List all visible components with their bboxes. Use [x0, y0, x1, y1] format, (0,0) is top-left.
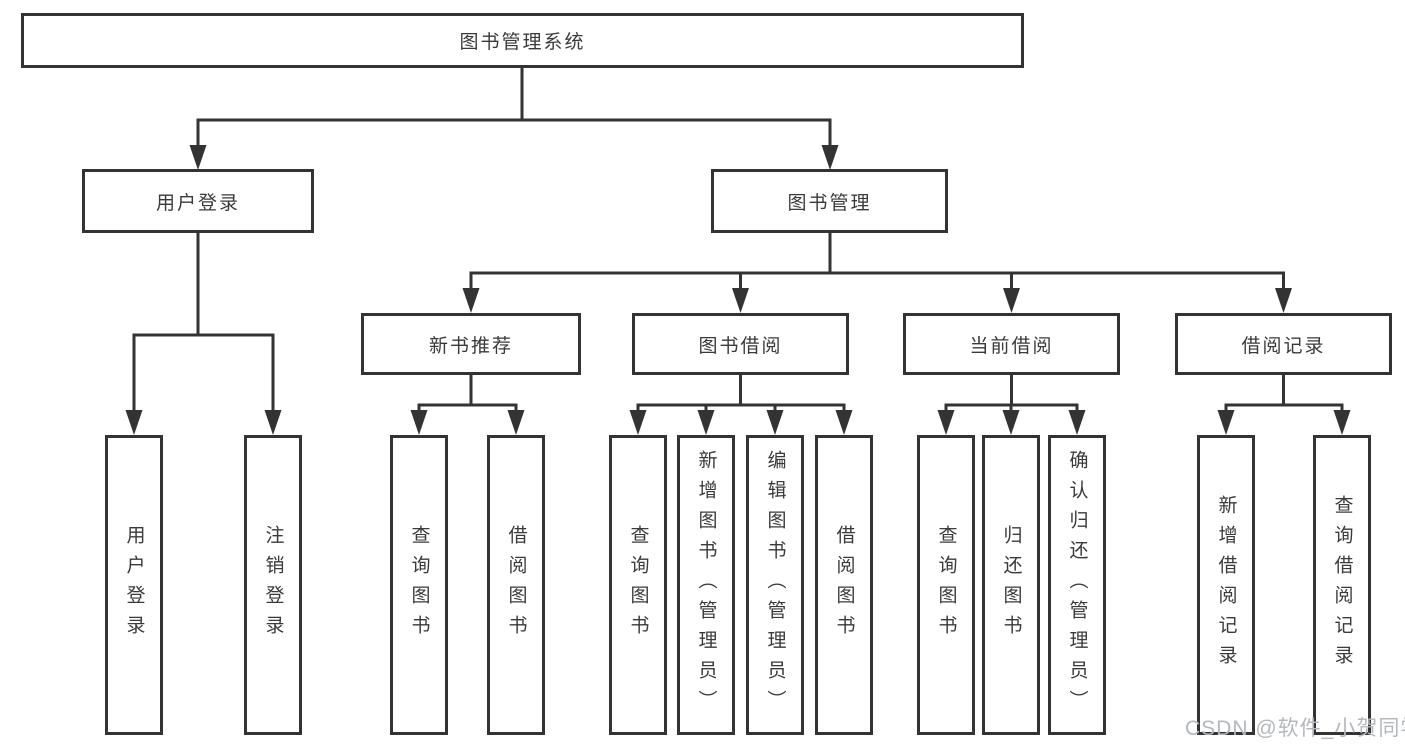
leaf-query-books-current: 查询图书: [917, 435, 975, 735]
leaf-confirm-return-admin: 确认归还（管理员）: [1048, 435, 1106, 735]
node-user-login: 用户登录: [82, 169, 314, 233]
leaf-edit-book-admin: 编辑图书（管理员）: [746, 435, 804, 735]
leaf-borrow-books-borrowing: 借阅图书: [815, 435, 873, 735]
csdn-watermark: CSDN @软件_小贺同学: [1185, 717, 1405, 740]
node-book-management: 图书管理: [711, 169, 948, 233]
node-book-borrowing: 图书借阅: [632, 313, 849, 375]
leaf-query-books-borrowing: 查询图书: [609, 435, 667, 735]
leaf-query-books-recommend: 查询图书: [390, 435, 448, 735]
node-library-system: 图书管理系统: [21, 13, 1024, 68]
leaf-logout: 注销登录: [244, 435, 302, 735]
leaf-add-borrow-record: 新增借阅记录: [1197, 435, 1255, 735]
leaf-query-borrow-record: 查询借阅记录: [1313, 435, 1371, 735]
leaf-add-book-admin: 新增图书（管理员）: [677, 435, 735, 735]
node-borrowing-records: 借阅记录: [1175, 313, 1392, 375]
node-new-book-recommendation: 新书推荐: [361, 313, 581, 375]
leaf-return-books: 归还图书: [982, 435, 1040, 735]
node-current-borrowing: 当前借阅: [903, 313, 1120, 375]
leaf-borrow-books-recommend: 借阅图书: [487, 435, 545, 735]
leaf-user-login: 用户登录: [105, 435, 163, 735]
